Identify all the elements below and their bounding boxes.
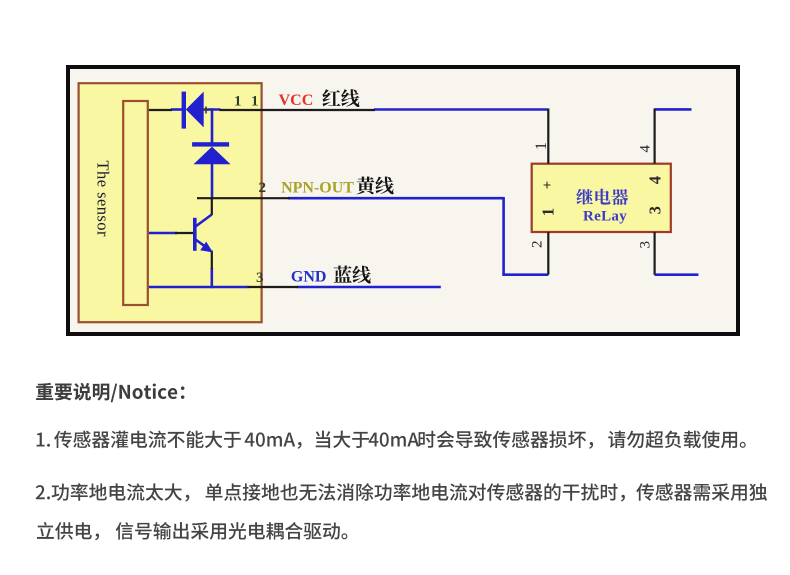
svg-text:+: +	[543, 178, 552, 194]
svg-text:The sensor: The sensor	[94, 161, 113, 237]
svg-text:2: 2	[530, 241, 546, 249]
svg-text:4: 4	[638, 145, 654, 153]
svg-text:VCC: VCC	[279, 92, 314, 109]
svg-text:3: 3	[646, 206, 665, 214]
svg-text:3: 3	[256, 270, 264, 286]
svg-text:3: 3	[638, 241, 654, 249]
svg-text:1: 1	[251, 94, 259, 110]
svg-text:ReLay: ReLay	[583, 209, 627, 225]
svg-text:1: 1	[533, 142, 550, 150]
svg-text:NPN-OUT: NPN-OUT	[281, 179, 354, 196]
svg-text:1: 1	[539, 208, 558, 217]
svg-text:4: 4	[646, 176, 665, 184]
svg-text:1: 1	[234, 94, 242, 110]
svg-text:GND: GND	[291, 268, 327, 285]
svg-text:2: 2	[259, 180, 267, 196]
